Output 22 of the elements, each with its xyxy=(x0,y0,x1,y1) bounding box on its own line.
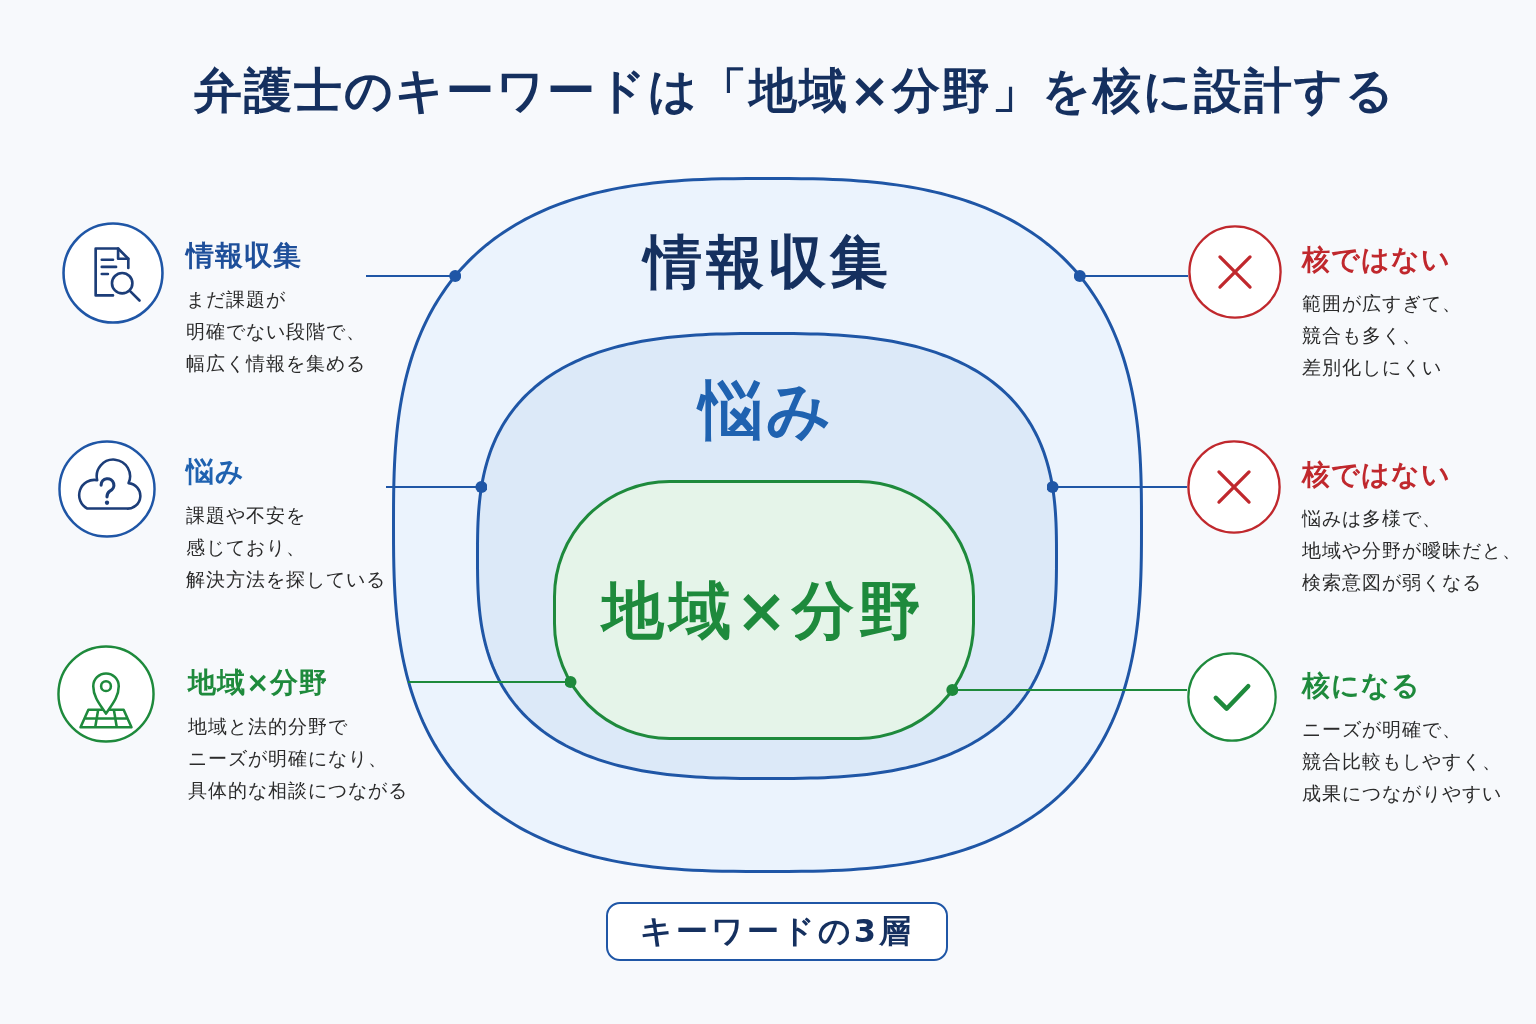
leader-line xyxy=(407,676,577,688)
leader-line xyxy=(946,684,1188,696)
item-heading: 地域×分野 xyxy=(188,666,329,700)
item-description: 課題や不安を感じており、解決方法を探している xyxy=(186,503,386,592)
leader-line xyxy=(1073,270,1189,282)
item-description: まだ課題が明確でない段階で、幅広く情報を集める xyxy=(186,287,366,376)
item-description: 範囲が広すぎて、競合も多く、差別化しにくい xyxy=(1302,291,1462,380)
region-label: 地域×分野 xyxy=(601,574,927,648)
leader-line xyxy=(1046,481,1188,493)
item-heading: 情報収集 xyxy=(186,239,302,273)
item-description: ニーズが明確で、競合比較もしやすく、成果につながりやすい xyxy=(1302,717,1502,806)
item-heading: 核ではない xyxy=(1302,458,1451,492)
page-title: 弁護士のキーワードは「地域×分野」を核に設計する xyxy=(194,61,1396,120)
item-heading: 核になる xyxy=(1302,669,1421,703)
item-heading: 核ではない xyxy=(1302,243,1451,277)
leader-line xyxy=(385,481,488,493)
leader-line xyxy=(365,270,462,282)
item-description: 悩みは多様で、地域や分野が曖昧だと、検索意図が弱くなる xyxy=(1302,506,1522,595)
region-label: 情報収集 xyxy=(643,227,892,297)
item-heading: 悩み xyxy=(186,455,245,489)
item-description: 地域と法的分野でニーズが明確になり、具体的な相談につながる xyxy=(188,714,408,803)
caption-box: キーワードの3層 xyxy=(606,902,948,961)
